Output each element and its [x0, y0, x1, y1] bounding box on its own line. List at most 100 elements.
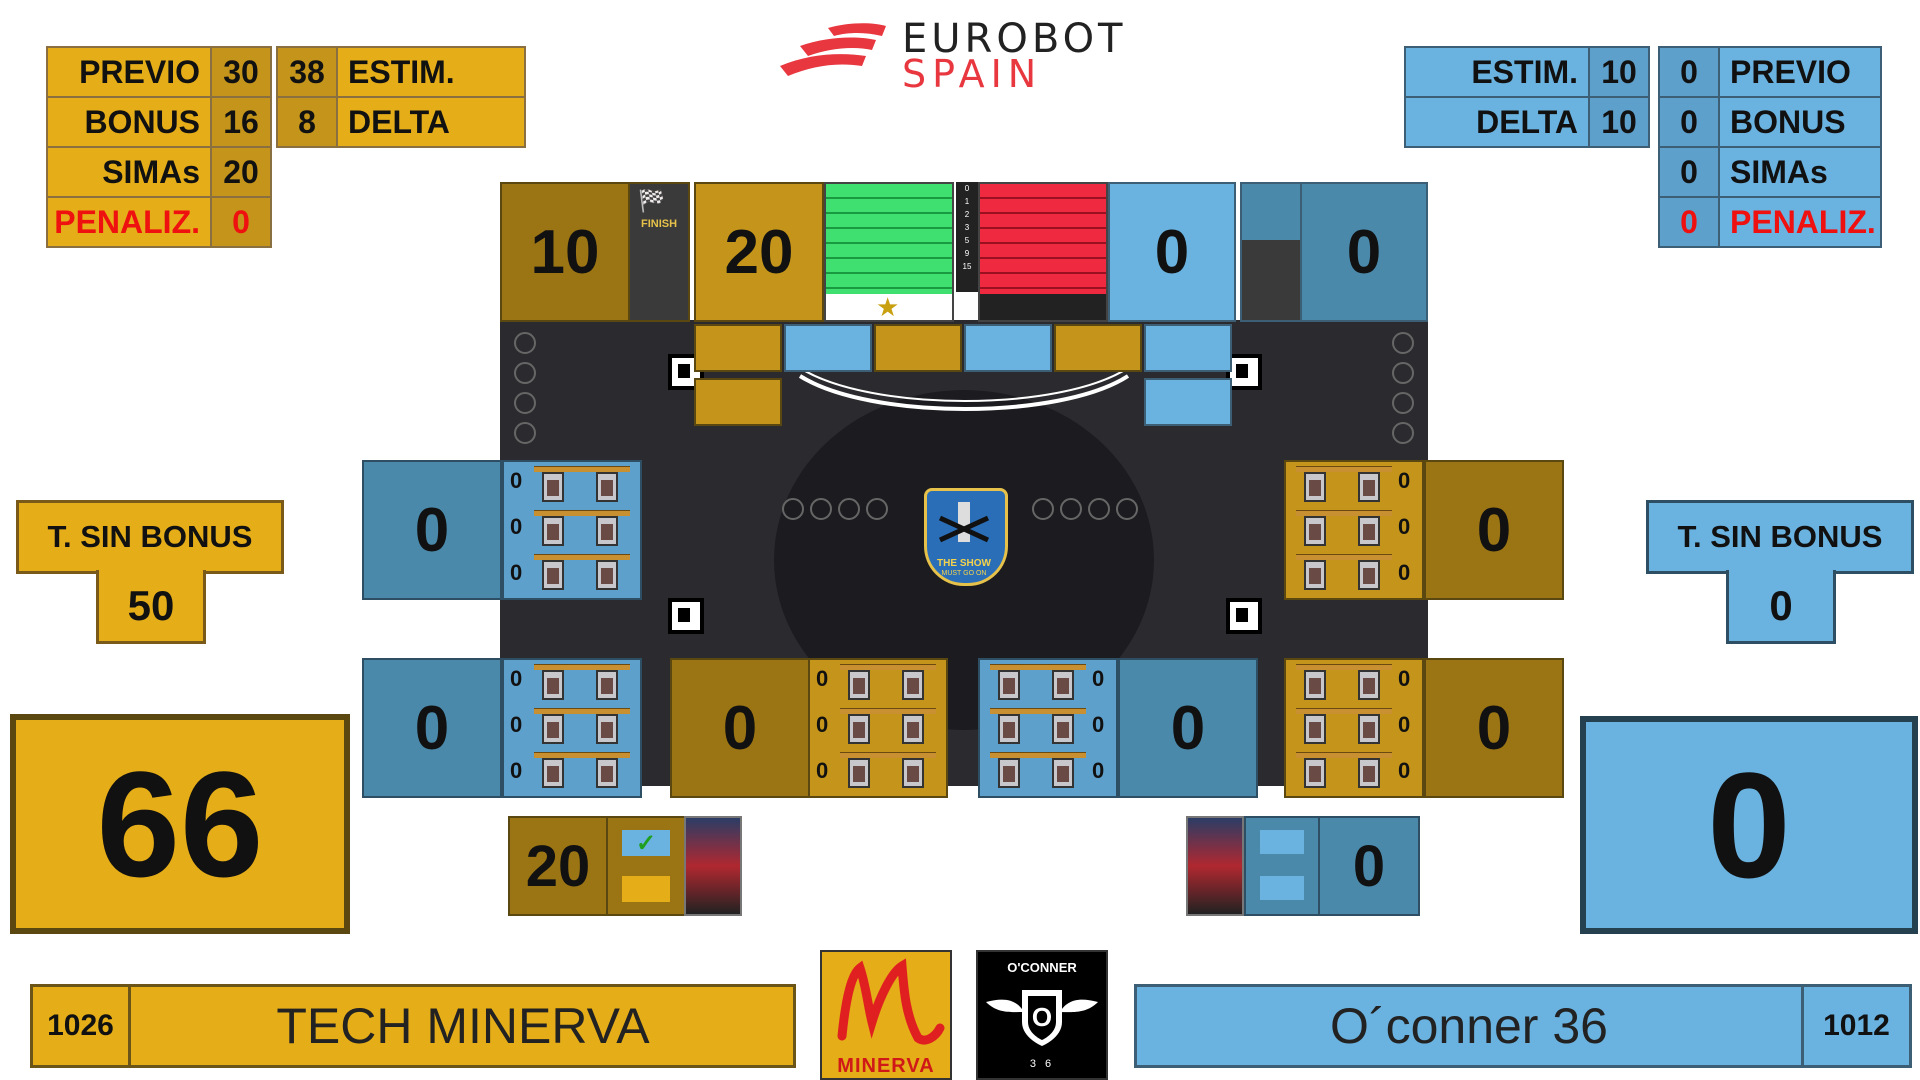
- right-zone-bottom-score: 0: [1424, 658, 1564, 798]
- left-total-score: 66: [10, 714, 350, 934]
- stack-count: 0: [1398, 758, 1411, 783]
- stack-count: 0: [816, 712, 829, 737]
- left-team-number: 1026: [33, 987, 131, 1065]
- stack-count: 0: [1398, 468, 1411, 493]
- tile: [784, 324, 872, 372]
- scale-tick: 2: [964, 210, 970, 219]
- stack-count: 0: [510, 666, 523, 691]
- left-penaliz-label: PENALIZ.: [46, 196, 212, 248]
- right-bonus-label: BONUS: [1718, 96, 1882, 148]
- right-sin-bonus-value: 0: [1726, 570, 1836, 644]
- right-estim-value: 10: [1588, 46, 1650, 98]
- right-penaliz-value: 0: [1658, 196, 1720, 248]
- left-sin-bonus-value: 50: [96, 570, 206, 644]
- eurobot-subtitle: SPAIN: [902, 52, 1043, 96]
- minerva-m-icon: [837, 958, 945, 1045]
- right-zone-top-score: 0: [1424, 460, 1564, 600]
- progress-scale-green: ★: [824, 182, 954, 322]
- oconner-logo-bottom: 3 6: [1029, 1058, 1055, 1070]
- finish-zone-right: [1240, 182, 1302, 322]
- mid-left-score: 0: [670, 658, 810, 798]
- stack-count: 0: [1398, 560, 1411, 585]
- left-team-bar: 1026 TECH MINERVA: [30, 984, 796, 1068]
- mid-right-score: 0: [1118, 658, 1258, 798]
- left-previo-value: 30: [210, 46, 272, 98]
- game-field: THE SHOW MUST GO ON: [500, 320, 1428, 786]
- eurobot-logo: EUROBOT SPAIN: [778, 16, 1148, 96]
- tile: [1054, 324, 1142, 372]
- right-previo-label: PREVIO: [1718, 46, 1882, 98]
- right-penaliz-label: PENALIZ.: [1718, 196, 1882, 248]
- left-simas-value: 20: [210, 146, 272, 198]
- show-card-right: [1186, 816, 1244, 916]
- left-delta-value: 8: [276, 96, 338, 148]
- scale-tick: 9: [964, 249, 970, 258]
- finish-label: FINISH: [640, 218, 678, 230]
- minerva-logo-text: MINERVA: [837, 1055, 935, 1077]
- top-blue-score: 0: [1108, 182, 1236, 322]
- check-slot: [1260, 876, 1304, 900]
- robot-guitar-icon: [938, 502, 990, 543]
- right-estim-label: ESTIM.: [1404, 46, 1590, 98]
- stack-count: 0: [1092, 712, 1105, 737]
- center-emblem: THE SHOW MUST GO ON: [920, 472, 1008, 594]
- left-zone-top-score: 0: [362, 460, 502, 600]
- stack-count: 0: [510, 514, 523, 539]
- stack-count: 0: [1398, 666, 1411, 691]
- winged-shield-icon: [986, 990, 1098, 1046]
- scale-ticks: 0 1 2 3 5 9 15: [956, 182, 978, 292]
- tile: [874, 324, 962, 372]
- left-estim-label: ESTIM.: [336, 46, 526, 98]
- right-stats: ESTIM. 10 0 PREVIO DELTA 10 0 BONUS 0 SI…: [1404, 46, 1882, 252]
- scale-tick: 5: [964, 236, 970, 245]
- right-team-number: 1012: [1801, 987, 1909, 1065]
- checkered-flag-icon: 🏁: [638, 188, 666, 213]
- bottom-right-score: 0: [1318, 816, 1420, 916]
- stack-count: 0: [510, 468, 523, 493]
- stack-count: 0: [510, 560, 523, 585]
- stack-count: 0: [510, 712, 523, 737]
- left-zone-top-stack: 0 0 0: [502, 460, 642, 600]
- right-total-score: 0: [1580, 716, 1918, 934]
- oconner-logo-letter: O: [1031, 1002, 1053, 1032]
- right-zone-bottom-stack: 0 0 0: [1284, 658, 1424, 798]
- right-simas-label: SIMAs: [1718, 146, 1882, 198]
- left-sin-bonus-label: T. SIN BONUS: [16, 500, 284, 574]
- bottom-left-checks: ✓: [606, 816, 686, 916]
- mid-right-stack: 0 0 0: [978, 658, 1118, 798]
- stack-count: 0: [1398, 712, 1411, 737]
- right-previo-value: 0: [1658, 46, 1720, 98]
- stack-count: 0: [1092, 666, 1105, 691]
- left-previo-label: PREVIO: [46, 46, 212, 98]
- right-bonus-value: 0: [1658, 96, 1720, 148]
- right-simas-value: 0: [1658, 146, 1720, 198]
- bottom-left-score: 20: [508, 816, 608, 916]
- left-simas-label: SIMAs: [46, 146, 212, 198]
- minerva-logo: MINERVA: [820, 950, 952, 1080]
- scale-tick: 15: [962, 262, 972, 271]
- bottom-right-slots: [1244, 816, 1320, 916]
- eurobot-swoosh-icon: [780, 23, 886, 76]
- center-subcaption: MUST GO ON: [941, 570, 987, 577]
- left-zone-bottom-stack: 0 0 0: [502, 658, 642, 798]
- left-bonus-label: BONUS: [46, 96, 212, 148]
- aruco-marker: [1226, 354, 1262, 390]
- stack-count: 0: [816, 666, 829, 691]
- aruco-marker: [668, 598, 704, 634]
- stack-count: 0: [816, 758, 829, 783]
- right-team-name: O´conner 36: [1330, 998, 1608, 1054]
- stack-count: 0: [1398, 514, 1411, 539]
- left-penaliz-value: 0: [210, 196, 272, 248]
- tile: [694, 378, 782, 426]
- left-delta-label: DELTA: [336, 96, 526, 148]
- left-estim-value: 38: [276, 46, 338, 98]
- scale-tick: 0: [964, 184, 970, 193]
- check-slot: [1260, 830, 1304, 854]
- eurobot-title: EUROBOT: [902, 16, 1127, 62]
- aruco-marker: [1226, 598, 1262, 634]
- left-team-name: TECH MINERVA: [276, 998, 650, 1054]
- top-yellow-score: 20: [694, 182, 824, 322]
- top-right-score: 0: [1300, 182, 1428, 322]
- star-icon: ★: [876, 292, 900, 322]
- check-slot: [622, 876, 670, 902]
